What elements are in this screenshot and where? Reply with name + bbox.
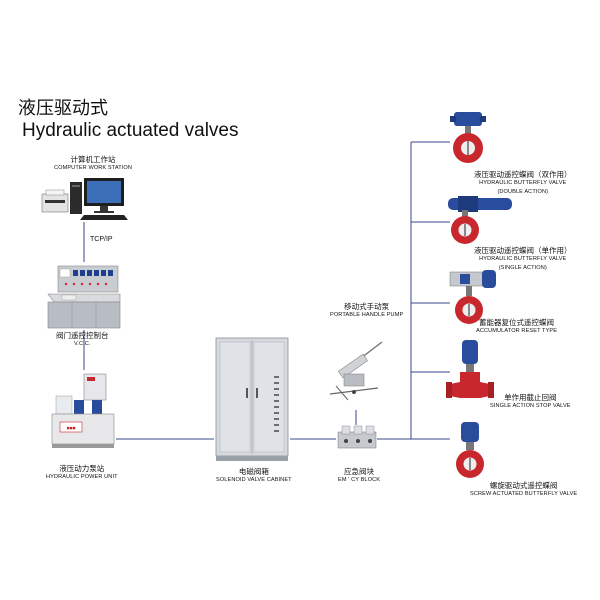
workstation-label-en: COMPUTER WORK STATION [54, 165, 133, 171]
emergency-block-label-cn: 应急阀块 [344, 467, 375, 476]
svg-text:■■■: ■■■ [66, 426, 75, 432]
computer-workstation-image [41, 178, 128, 220]
handle-pump-label-en: PORTABLE HANDLE PUMP [330, 312, 404, 318]
emergency-block-label-en: EM ' CY BLOCK [338, 477, 381, 483]
valve-1-label-en2: (DOUBLE ACTION) [497, 189, 549, 195]
solenoid-cabinet-label-en: SOLENOID VALVE CABINET [216, 477, 292, 483]
valve-4-label-en1: SINGLE ACTION STOP VALVE [490, 403, 571, 409]
valve-5-label-cn: 螺旋驱动式遥控蝶阀 [489, 481, 558, 490]
handle-pump-label-cn: 移动式手动泵 [344, 302, 390, 311]
power-unit-label: 液压动力泵站 HYDRAULIC POWER UNIT [46, 464, 118, 482]
valve-4-label-cn: 单作用截止回阀 [504, 393, 557, 402]
handle-pump-image [329, 341, 383, 401]
valve-2-image [448, 196, 512, 244]
valve-2-label-cn: 液压驱动遥控蝶阀（单作用） [474, 246, 572, 255]
power-unit-label-en: HYDRAULIC POWER UNIT [46, 474, 118, 480]
valve-5-image [456, 422, 484, 478]
vcc-label: 阀门遥控控制台 V.C.C. [56, 331, 109, 349]
solenoid-cabinet-image [215, 337, 289, 461]
valve-3-label-en1: ACCUMULATOR RESET TYPE [476, 328, 558, 334]
valve-5-label-en1: SCREW ACTUATED BUTTERFLY VALVE [470, 491, 578, 497]
valve-5-label: 螺旋驱动式遥控蝶阀 SCREW ACTUATED BUTTERFLY VALVE [470, 481, 577, 499]
solenoid-cabinet-label: 电磁阀箱 SOLENOID VALVE CABINET [216, 467, 292, 485]
page-title-en: Hydraulic actuated valves [22, 120, 239, 141]
valve-2-label-en1: HYDRAULIC BUTTERFLY VALVE [479, 256, 567, 262]
valve-2-label: 液压驱动遥控蝶阀（单作用） HYDRAULIC BUTTERFLY VALVE … [474, 246, 572, 273]
valve-3-image [449, 270, 496, 324]
workstation-label: 计算机工作站 COMPUTER WORK STATION [54, 155, 132, 173]
valve-3-label-cn: 蓄能器复位式遥控蝶阀 [479, 318, 555, 327]
valve-1-label-cn: 液压驱动遥控蝶阀（双作用） [474, 170, 572, 179]
emergency-block-label: 应急阀块 EM ' CY BLOCK [338, 467, 380, 485]
valve-4-label: 单作用截止回阀 SINGLE ACTION STOP VALVE [490, 393, 571, 411]
workstation-label-cn: 计算机工作站 [70, 155, 116, 164]
power-unit-label-cn: 液压动力泵站 [59, 464, 105, 473]
valve-1-image [450, 112, 486, 163]
vcc-label-cn: 阀门遥控控制台 [56, 331, 109, 340]
valve-4-image [446, 340, 494, 398]
hydraulic-power-unit-image: ■■■ [51, 373, 115, 448]
valve-1-label: 液压驱动遥控蝶阀（双作用） HYDRAULIC BUTTERFLY VALVE … [474, 170, 572, 197]
valve-2-label-en2: (SINGLE ACTION) [498, 265, 547, 271]
vcc-console-image [47, 265, 121, 329]
emergency-block-image [337, 425, 377, 449]
tcpip-label: TCP/IP [90, 236, 113, 243]
valve-3-label: 蓄能器复位式遥控蝶阀 ACCUMULATOR RESET TYPE [476, 318, 557, 336]
valve-1-label-en1: HYDRAULIC BUTTERFLY VALVE [479, 180, 567, 186]
page-title-cn: 液压驱动式 [18, 98, 108, 119]
solenoid-cabinet-label-cn: 电磁阀箱 [238, 467, 269, 476]
handle-pump-label: 移动式手动泵 PORTABLE HANDLE PUMP [330, 302, 403, 320]
vcc-label-en: V.C.C. [73, 341, 91, 347]
